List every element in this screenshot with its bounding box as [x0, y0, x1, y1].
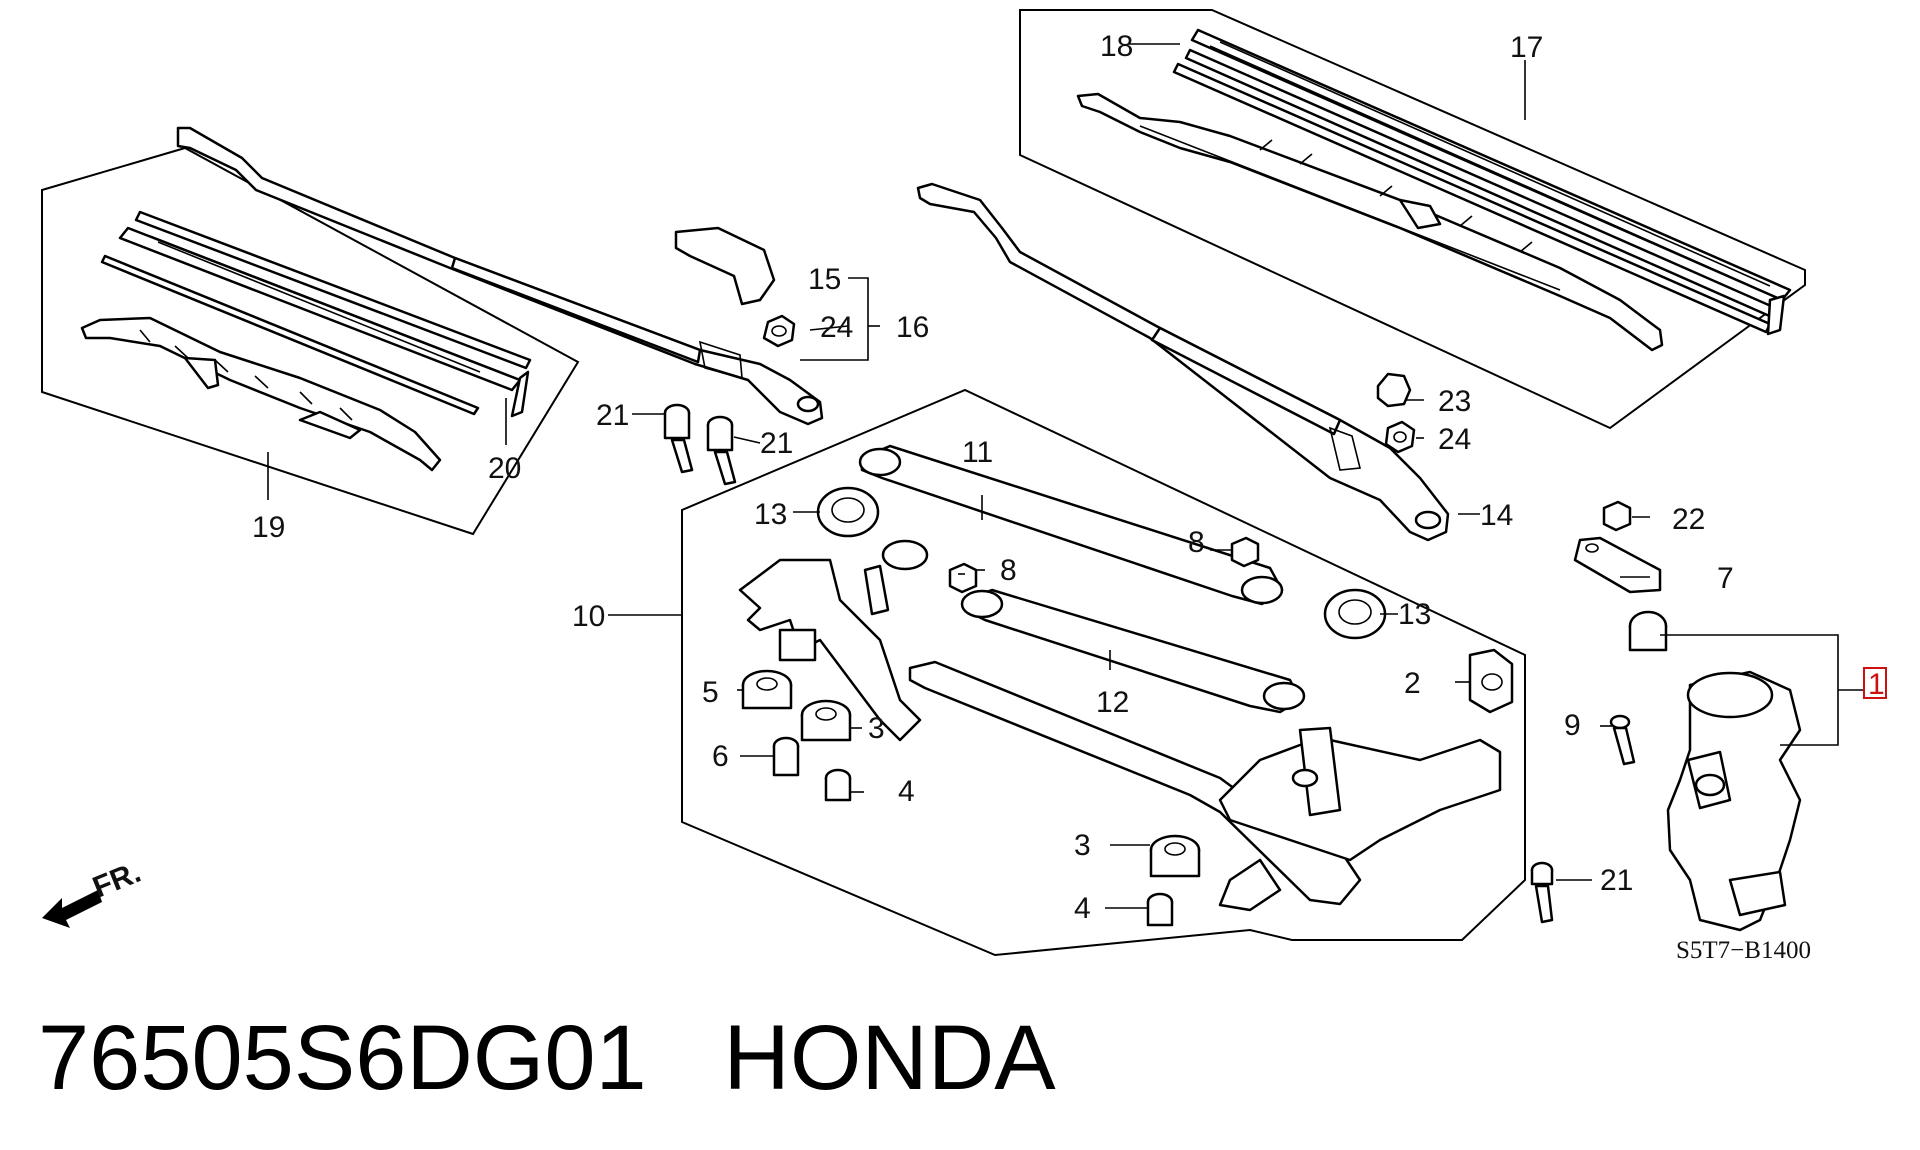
- callout-10[interactable]: 10: [572, 600, 605, 633]
- callout-13-right[interactable]: 13: [1398, 598, 1431, 631]
- callout-8-left[interactable]: 8: [1000, 554, 1017, 587]
- callout-3-lower[interactable]: 3: [1074, 829, 1091, 862]
- callout-18[interactable]: 18: [1100, 30, 1133, 63]
- callout-1[interactable]: 1: [1868, 668, 1885, 701]
- diagram-code: S5T7−B1400: [1676, 937, 1811, 964]
- callout-21-left-a[interactable]: 21: [596, 399, 629, 432]
- callout-3-upper[interactable]: 3: [868, 712, 885, 745]
- callout-14[interactable]: 14: [1480, 499, 1513, 532]
- linkage-assembly: [738, 444, 1514, 927]
- left-wiper-arm: [176, 126, 824, 426]
- callout-4-lower[interactable]: 4: [1074, 892, 1091, 925]
- callout-24-right[interactable]: 24: [1438, 423, 1471, 456]
- leader-lines: [267, 43, 1864, 909]
- callout-23[interactable]: 23: [1438, 385, 1471, 418]
- callout-19[interactable]: 19: [252, 511, 285, 544]
- blade-group-frame-right: [1019, 9, 1806, 430]
- part-number-caption: 76505S6DG01 HONDA: [38, 1007, 1056, 1109]
- callout-6[interactable]: 6: [712, 740, 729, 773]
- wiper-motor-assembly: [1530, 500, 1802, 932]
- blade-group-frame-left: [41, 146, 580, 536]
- callout-24-left[interactable]: 24: [820, 311, 853, 344]
- callout-13-left[interactable]: 13: [754, 498, 787, 531]
- callout-4-upper[interactable]: 4: [898, 775, 915, 808]
- front-marker-label: FR.: [88, 856, 145, 905]
- callout-21-left-b[interactable]: 21: [760, 427, 793, 460]
- callout-21-right[interactable]: 21: [1600, 864, 1633, 897]
- callout-12[interactable]: 12: [1096, 686, 1129, 719]
- callout-17[interactable]: 17: [1510, 31, 1543, 64]
- callout-9[interactable]: 9: [1564, 709, 1581, 742]
- callout-22[interactable]: 22: [1672, 503, 1705, 536]
- callout-5[interactable]: 5: [702, 676, 719, 709]
- right-wiper-arm: [916, 182, 1450, 542]
- front-arrow: FR.: [42, 856, 145, 928]
- linkage-group-frame: [681, 388, 1526, 957]
- callout-7[interactable]: 7: [1717, 562, 1734, 595]
- callout-8-right[interactable]: 8: [1188, 526, 1205, 559]
- left-blade-assembly: [80, 210, 532, 472]
- highlight-box-1: [1863, 667, 1887, 699]
- right-blade-assembly: [1076, 28, 1792, 352]
- callout-16[interactable]: 16: [896, 311, 929, 344]
- callout-2[interactable]: 2: [1404, 667, 1421, 700]
- callout-numbers: 18 17 15 24 16 21 21 20 19 23 24 11 14 2…: [252, 30, 1887, 925]
- callout-20[interactable]: 20: [488, 452, 521, 485]
- callout-11[interactable]: 11: [962, 436, 993, 469]
- bolt-21-left-pair: [663, 403, 737, 486]
- callout-15[interactable]: 15: [808, 263, 841, 296]
